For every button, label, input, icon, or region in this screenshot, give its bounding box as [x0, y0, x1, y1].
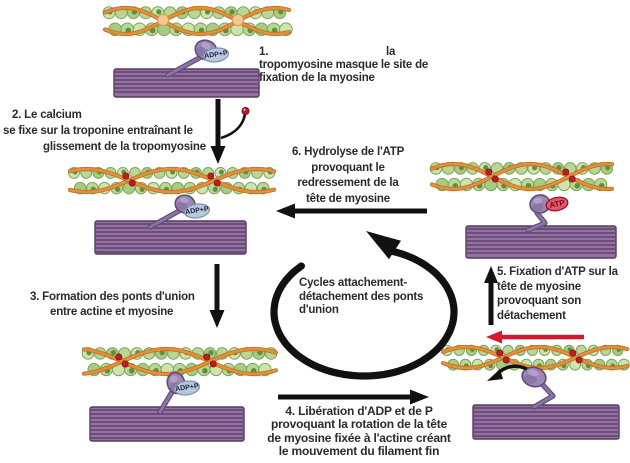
arrow-step2-to-step3: [209, 264, 225, 328]
arrow-step4: [278, 389, 429, 405]
thick-filament-state2: [94, 220, 247, 255]
step4-caption: 4. Libération d'ADP et de P provoquant l…: [262, 404, 456, 459]
adp-label-state2: ADP+P: [183, 203, 211, 219]
actin-filament-state2: [67, 166, 277, 195]
step6-line3: redressement de la: [297, 177, 399, 189]
step2-line3: glissement de la tropomyosine: [43, 141, 206, 153]
cycle-circle-arrow: [270, 231, 458, 380]
cycle-label-line2: détachement des ponts: [299, 290, 424, 303]
step5-line4: détachement: [497, 309, 566, 322]
step2-line2: se fixe sur la troponine entraînant le: [3, 125, 193, 137]
step5-caption: 5. Fixation d'ATP sur la tête de myosine…: [497, 265, 618, 323]
actin-filament-state5: [429, 161, 615, 192]
thick-filament-state5: [465, 225, 617, 259]
step1-caption: 1. la tropomyosine masque le site de fixa…: [259, 46, 428, 85]
adp-label-state1-label: ADP+P: [204, 50, 229, 60]
step4-line3: de myosine fixée à l'actine créant: [267, 430, 451, 445]
step5-line1: 5. Fixation d'ATP sur la: [497, 266, 618, 278]
arrow-step1-to-step2: [210, 99, 226, 164]
step1-line3: fixation de la myosine: [259, 72, 375, 84]
step2-line1: 2. Le calcium: [12, 109, 82, 121]
myosin-head-state5: [525, 194, 551, 233]
step6-caption: 6. Hydrolyse de l'ATP provoquant le redr…: [285, 145, 411, 207]
step1-line2: tropomyosine masque le site de: [259, 59, 429, 71]
cycle-caption: Cycles attachement- détachement des pont…: [299, 277, 423, 318]
actin-filament-state1: [102, 5, 293, 37]
cycle-label-line3: d'union: [299, 304, 339, 317]
actin-filament-state3: [81, 346, 279, 377]
step4-line4: le mouvement du filament fin: [278, 444, 440, 459]
actin-filament-state4: [440, 344, 630, 371]
step5-line3: provoquant son: [497, 295, 582, 308]
step3-line1: 3. Formation des ponts d'union: [30, 291, 195, 303]
myosin-head-state4: [521, 366, 556, 410]
step1-word-la: la: [386, 46, 396, 58]
adp-label-state1: ADP+P: [202, 47, 230, 63]
adp-label-state2-label: ADP+P: [185, 206, 210, 216]
step3-caption: 3. Formation des ponts d'union entre act…: [30, 290, 195, 319]
step1-number: 1.: [259, 46, 269, 58]
step3-line2: entre actine et myosine: [50, 305, 174, 318]
adp-label-state3: ADP+P: [173, 380, 201, 396]
step5-line2: tête de myosine: [497, 280, 581, 293]
step4-line1: 4. Libération d'ADP et de P: [285, 404, 433, 418]
thick-filament-state1: [113, 68, 260, 98]
calcium-ion: [220, 107, 250, 140]
step6-line2: provoquant le: [311, 161, 385, 174]
step4-line2: provoquant la rotation de la tête: [270, 417, 448, 432]
actin-movement-arrow: [486, 330, 584, 344]
atp-label: ATP: [545, 196, 569, 212]
thick-filament-state4: [472, 404, 620, 440]
arrow-step6: [276, 203, 427, 219]
atp-label-label: ATP: [549, 198, 567, 210]
step6-line1: 6. Hydrolyse de l'ATP: [291, 146, 405, 158]
thick-filament-state3: [89, 406, 245, 442]
adp-label-state3-label: ADP+P: [175, 383, 200, 393]
cycle-label-line1: Cycles attachement-: [299, 277, 408, 289]
head-rotation-arrow: [487, 364, 528, 381]
arrow-step5: [484, 266, 498, 325]
step2-caption: 2. Le calcium se fixe sur la troponine e…: [3, 107, 206, 155]
step6-line4: tête de myosine: [306, 192, 390, 205]
